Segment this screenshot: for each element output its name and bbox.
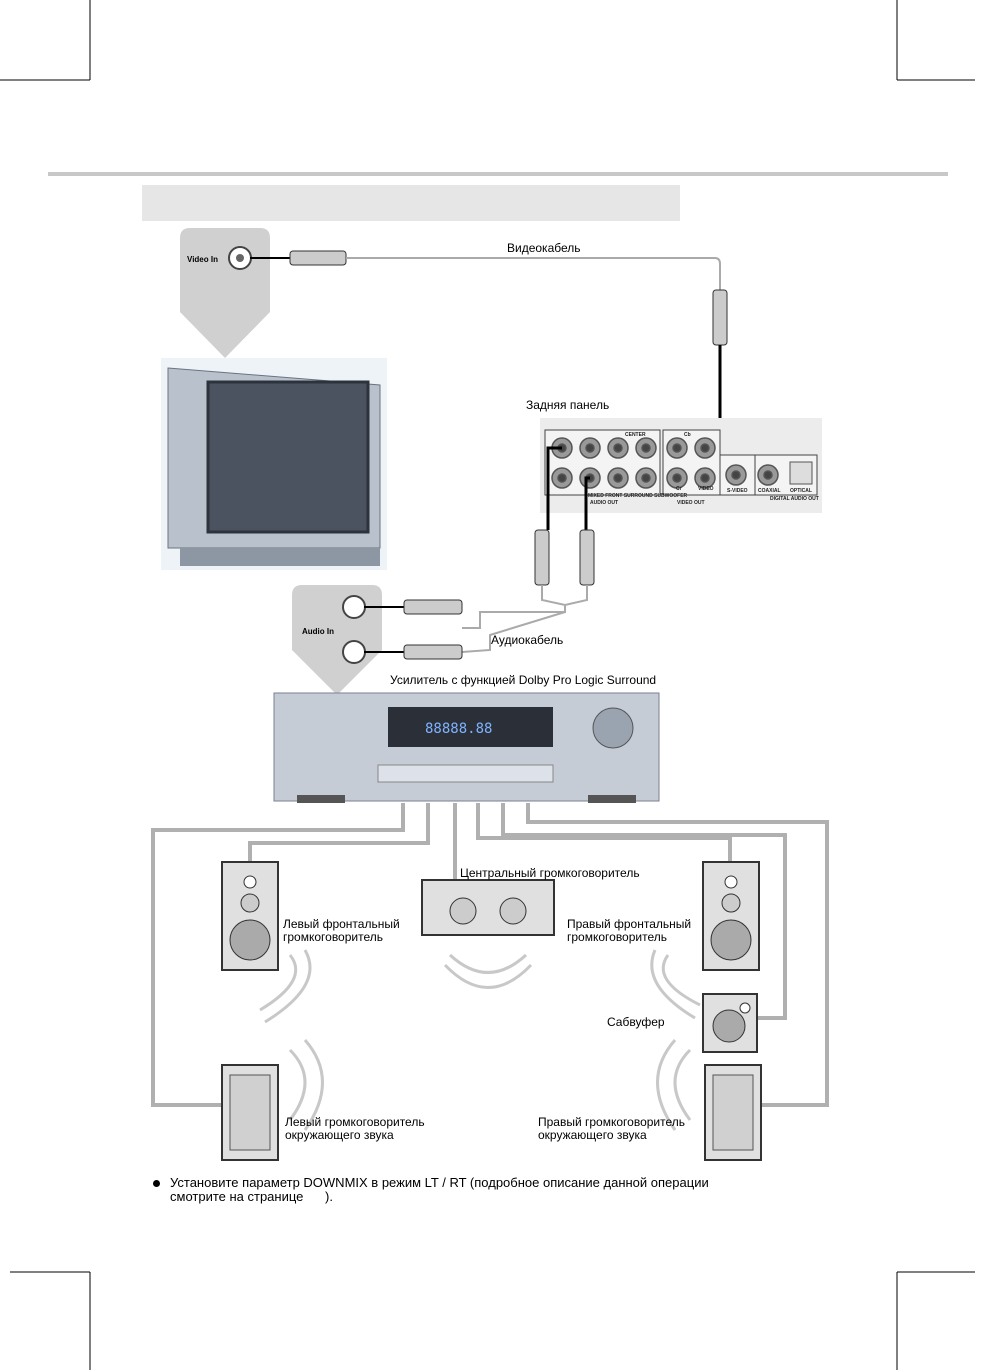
rear-panel-label: Задняя панель bbox=[526, 398, 610, 412]
svg-text:Cr: Cr bbox=[676, 486, 682, 492]
video-cable-plug bbox=[289, 250, 347, 266]
svg-text:Cb: Cb bbox=[684, 432, 691, 438]
svg-text:DIGITAL AUDIO OUT: DIGITAL AUDIO OUT bbox=[770, 496, 819, 502]
audio-cable bbox=[461, 585, 588, 653]
video-cable-label: Видеокабель bbox=[507, 241, 581, 255]
audio-plug-left bbox=[534, 529, 550, 586]
svg-text:VIDEO: VIDEO bbox=[698, 486, 714, 492]
left-surround-speaker bbox=[221, 1064, 279, 1161]
sound-waves bbox=[259, 949, 701, 1131]
audio-in-label: Audio In bbox=[302, 627, 334, 636]
amplifier-label: Усилитель с функцией Dolby Pro Logic Sur… bbox=[390, 673, 657, 687]
audio-in-jack-r bbox=[342, 640, 366, 664]
svg-text:OPTICAL: OPTICAL bbox=[790, 488, 812, 494]
svg-text:S-VIDEO: S-VIDEO bbox=[727, 488, 748, 494]
svg-text:MIXED FRONT SURROUND SUBWOOFER: MIXED FRONT SURROUND SUBWOOFER bbox=[588, 493, 688, 499]
audio-in-jack-l bbox=[342, 595, 366, 619]
speaker-wires bbox=[151, 803, 829, 1107]
left-front-speaker bbox=[221, 861, 279, 971]
video-cable bbox=[346, 257, 721, 290]
svg-text:AUDIO OUT: AUDIO OUT bbox=[590, 500, 618, 506]
right-surround-speaker bbox=[704, 1064, 762, 1161]
audio-cable-label: Аудиокабель bbox=[491, 633, 564, 647]
svg-text:VIDEO OUT: VIDEO OUT bbox=[677, 500, 705, 506]
svg-text:88888.88: 88888.88 bbox=[425, 721, 492, 737]
audio-plug-right bbox=[579, 529, 595, 586]
bullet-icon bbox=[153, 1180, 160, 1187]
center-speaker bbox=[421, 879, 555, 936]
subwoofer-speaker bbox=[702, 993, 758, 1053]
audio-in-callout bbox=[292, 585, 382, 695]
downmix-note: Установите параметр DOWNMIX в режим LT /… bbox=[170, 1175, 709, 1204]
video-in-callout bbox=[180, 228, 270, 358]
svg-text:COAXIAL: COAXIAL bbox=[758, 488, 781, 494]
right-front-speaker bbox=[702, 861, 760, 971]
center-speaker-label: Центральный громкоговоритель bbox=[460, 866, 640, 880]
subwoofer-label: Сабвуфер bbox=[607, 1015, 665, 1029]
svg-text:CENTER: CENTER bbox=[625, 432, 646, 438]
header-rule bbox=[48, 172, 948, 176]
title-bar bbox=[142, 185, 680, 221]
video-in-label: Video In bbox=[187, 255, 218, 264]
